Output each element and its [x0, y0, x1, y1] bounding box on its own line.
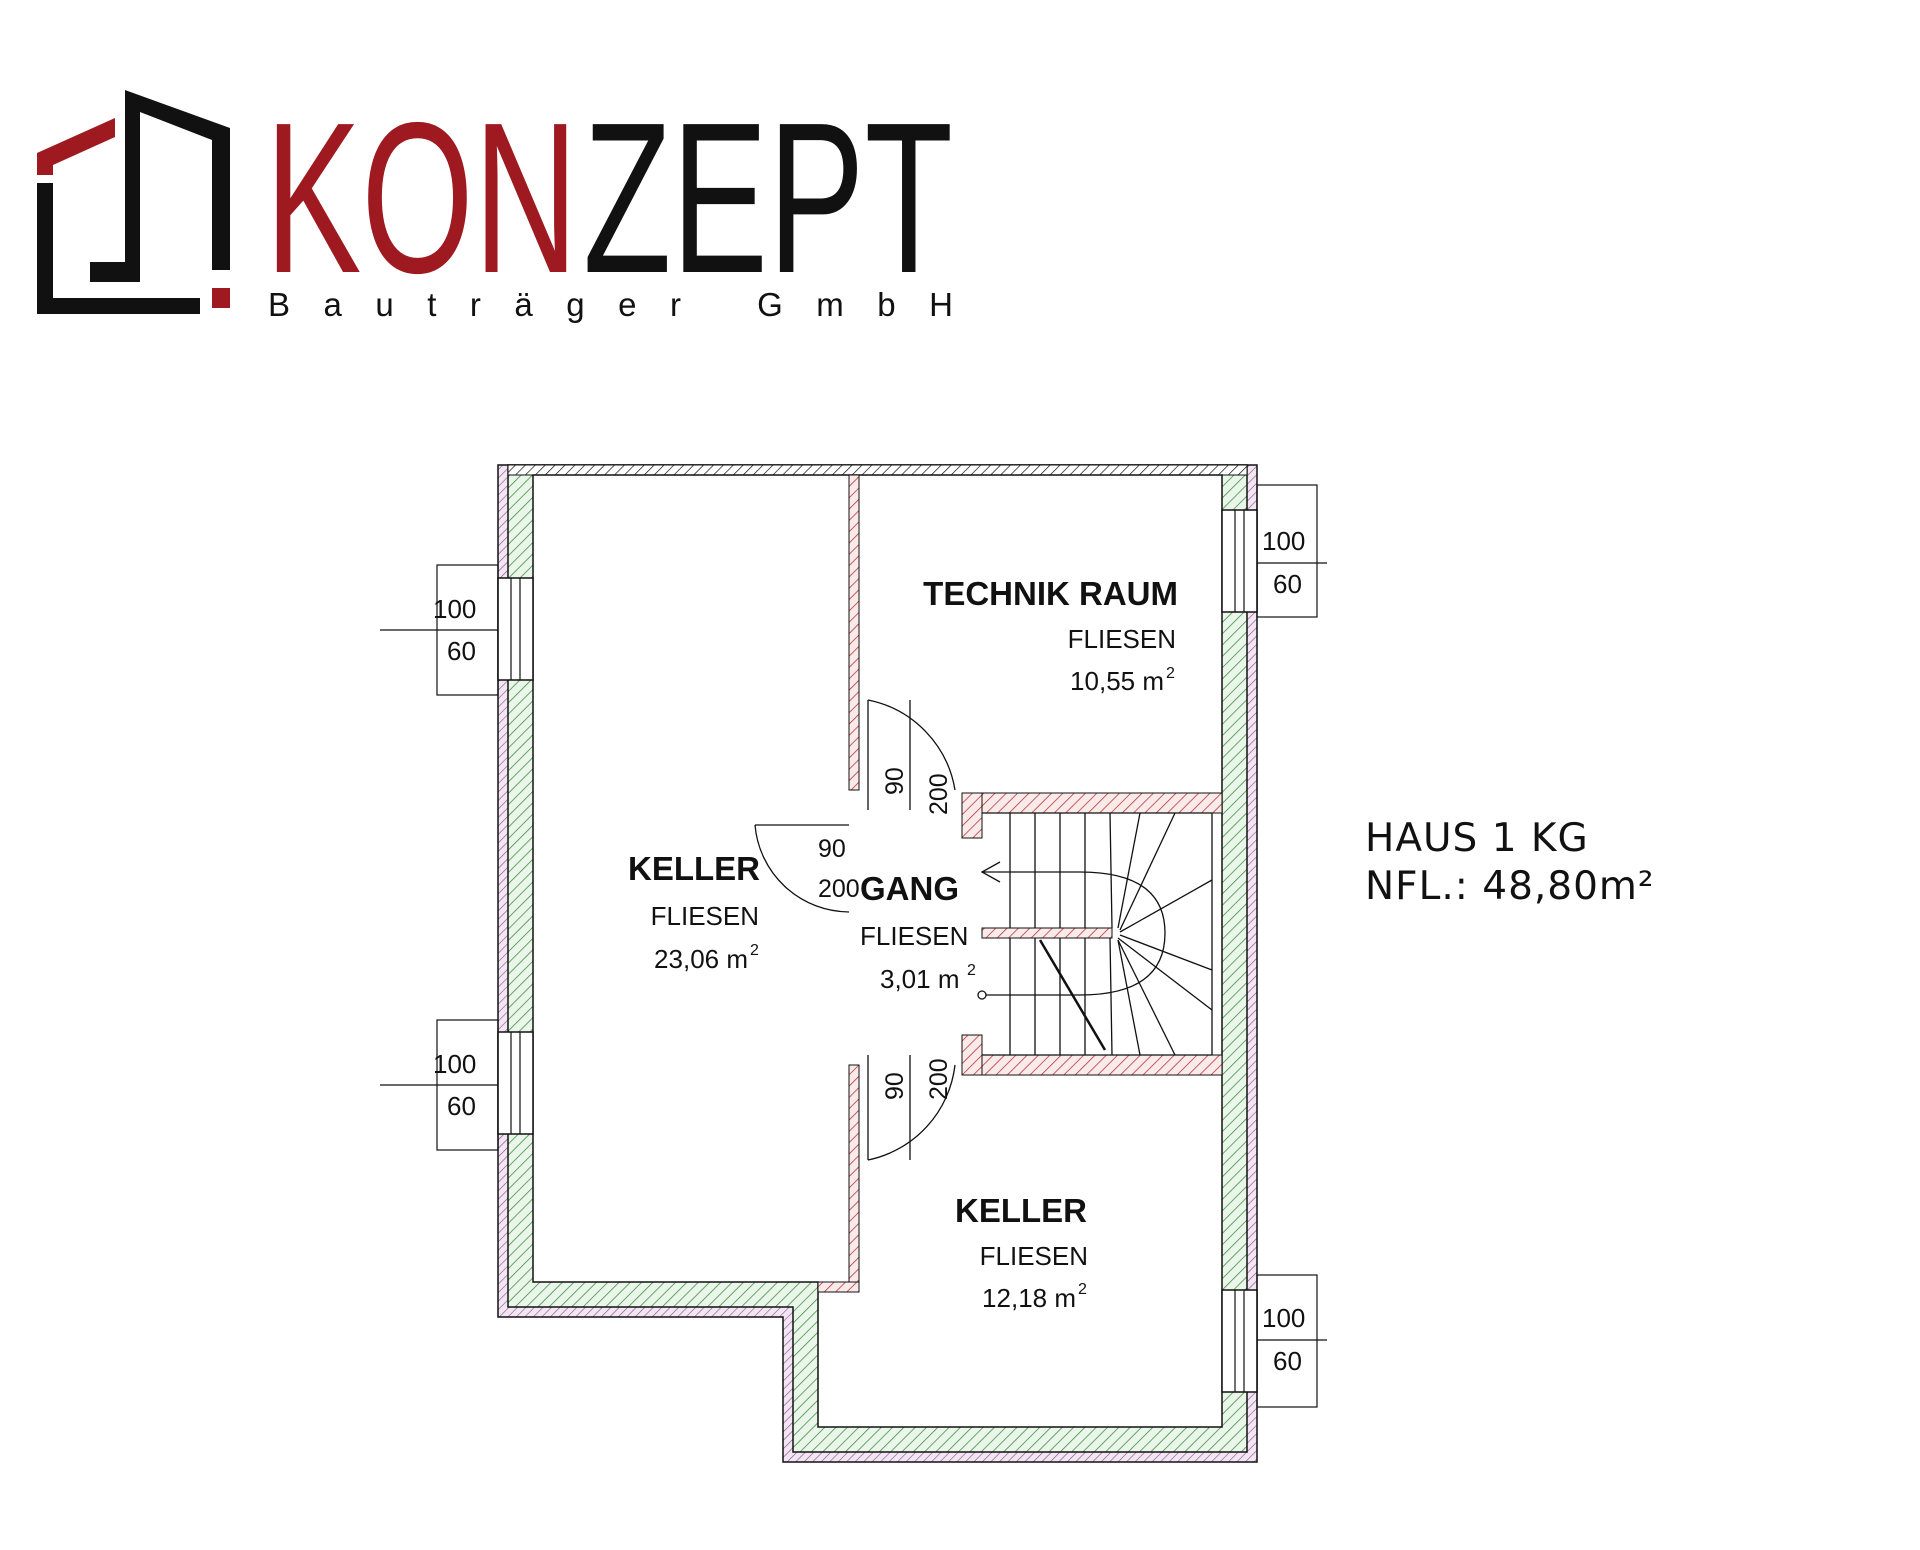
door-left-width: 90 — [818, 835, 846, 863]
stair-wall-top — [961, 792, 1223, 814]
stair-wall-left-top — [961, 792, 983, 839]
partition-wall-left-upper — [848, 474, 860, 791]
window-left-upper-width: 100 — [433, 594, 476, 624]
stair-wall-bottom — [961, 1054, 1223, 1076]
room-keller-bottom-area: 12,18 m — [982, 1283, 1076, 1313]
room-gang-unit-sup: 2 — [967, 962, 976, 979]
room-gang-floor: FLIESEN — [860, 921, 968, 951]
logo-house-icon — [37, 90, 230, 314]
staircase — [977, 812, 1213, 1056]
door-upper — [867, 699, 956, 810]
interior-floor — [532, 474, 1223, 1428]
room-gang-area: 3,01 m — [880, 964, 960, 994]
stair-center-wall — [981, 927, 1113, 939]
window-right-upper-width: 100 — [1262, 526, 1305, 556]
company-logo: KON ZEPT Bauträger GmbH — [37, 77, 953, 323]
top-wall — [507, 464, 1248, 476]
room-keller-left-name: KELLER — [628, 850, 760, 887]
door-lower-height: 200 — [925, 1058, 953, 1100]
door-lower — [867, 1055, 956, 1161]
partition-wall-left-lower — [848, 1064, 860, 1283]
plan-caption-house: HAUS 1 KG — [1365, 816, 1589, 861]
logo-word-kon: KON — [265, 77, 578, 318]
window-right-lower-height: 60 — [1273, 1346, 1302, 1376]
window-right-upper-height: 60 — [1273, 569, 1302, 599]
door-lower-width: 90 — [881, 1072, 909, 1100]
door-upper-height: 200 — [925, 773, 953, 815]
room-keller-bottom-name: KELLER — [955, 1192, 1087, 1229]
room-technik-unit-sup: 2 — [1166, 665, 1175, 682]
door-left — [754, 824, 850, 913]
plan-caption-area: NFL.: 48,80m² — [1365, 864, 1655, 909]
partition-wall-bottom-left — [817, 1281, 860, 1293]
walls — [497, 464, 1258, 1463]
doors — [754, 699, 956, 1161]
window-right-upper — [1221, 484, 1327, 618]
room-technik-floor: FLIESEN — [1068, 624, 1176, 654]
room-gang-name: GANG — [860, 870, 959, 907]
door-left-height: 200 — [818, 875, 860, 903]
room-keller-left-area: 23,06 m — [654, 944, 748, 974]
door-upper-width: 90 — [881, 767, 909, 795]
window-right-lower-width: 100 — [1262, 1303, 1305, 1333]
stair-wall-left-bottom — [961, 1034, 983, 1076]
window-left-lower — [380, 1019, 534, 1151]
window-left-lower-height: 60 — [447, 1091, 476, 1121]
room-technik-area: 10,55 m — [1070, 666, 1164, 696]
room-keller-bottom-unit-sup: 2 — [1078, 1281, 1087, 1298]
room-keller-left-unit-sup: 2 — [750, 942, 759, 959]
window-right-lower — [1221, 1274, 1327, 1408]
windows — [380, 484, 1327, 1408]
plan-caption: HAUS 1 KG NFL.: 48,80m² — [1365, 815, 1655, 911]
window-left-upper — [380, 564, 534, 696]
room-keller-left-floor: FLIESEN — [651, 901, 759, 931]
window-left-lower-width: 100 — [433, 1049, 476, 1079]
room-technik-name: TECHNIK RAUM — [923, 575, 1178, 612]
room-keller-bottom-floor: FLIESEN — [980, 1241, 1088, 1271]
window-left-upper-height: 60 — [447, 636, 476, 666]
logo-word-zept: ZEPT — [583, 77, 953, 318]
